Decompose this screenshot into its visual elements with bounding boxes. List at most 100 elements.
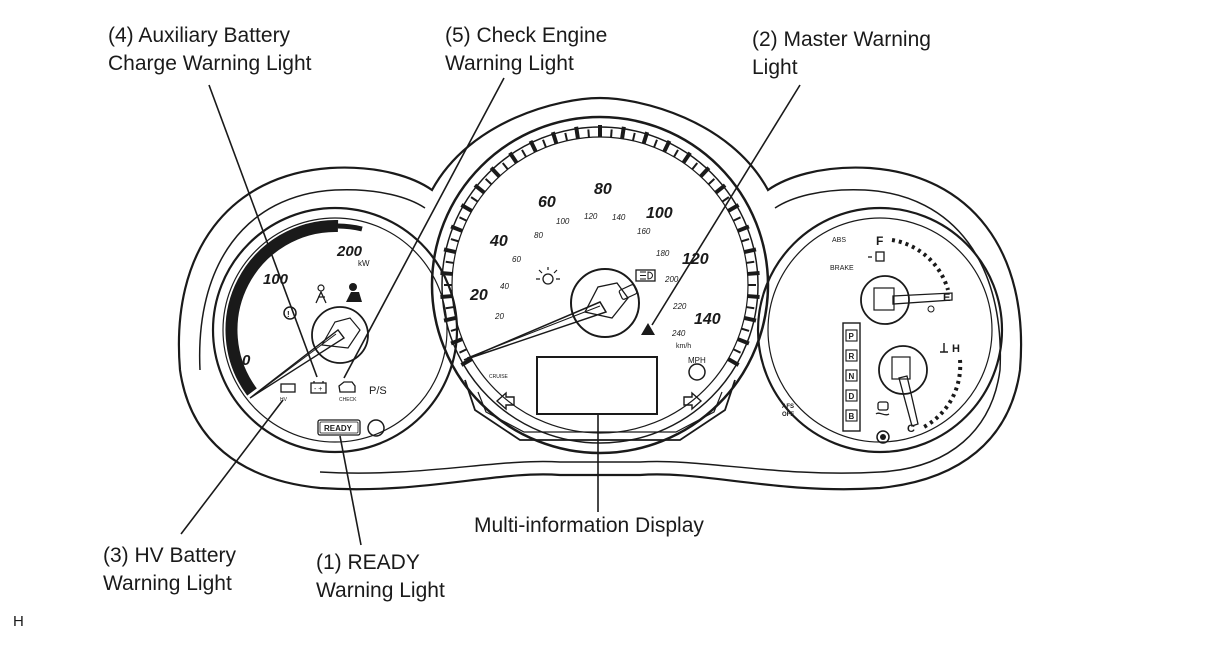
mph-label-100: 100 xyxy=(646,205,673,222)
speedometer-tick xyxy=(673,149,679,158)
speedometer-tick xyxy=(691,162,699,170)
svg-text:HV: HV xyxy=(280,397,288,403)
callout-ready-warning: (1) READY Warning Light xyxy=(316,549,445,605)
ready-indicator-box xyxy=(317,419,361,436)
speedometer-tick xyxy=(653,139,658,148)
speedometer-tick xyxy=(747,294,760,299)
speedometer-tick xyxy=(610,129,613,138)
mph-label-120: 120 xyxy=(682,251,709,268)
kmh-label-220: 220 xyxy=(672,302,687,311)
leader-aux-battery xyxy=(208,84,318,378)
right-turn-signal-icon xyxy=(683,391,703,411)
coolant-temp-icon xyxy=(940,343,948,353)
outer-bezel xyxy=(177,96,1023,491)
hv-battery-warning-icon: HV xyxy=(280,383,296,403)
bottom-trim xyxy=(319,460,881,474)
speedometer-needle xyxy=(463,301,608,361)
speedometer-tick xyxy=(727,357,740,367)
shift-position-panel xyxy=(842,322,861,432)
speedometer-tick xyxy=(445,306,454,310)
kmh-label-60: 60 xyxy=(512,255,521,264)
speedometer-tick xyxy=(699,166,711,178)
power-steering-label: P/S xyxy=(369,385,387,397)
corner-label: H xyxy=(13,613,24,630)
abs-indicator-label: ABS xyxy=(832,237,846,244)
speedometer-tick xyxy=(460,203,473,213)
kmh-label-180: 180 xyxy=(656,249,670,258)
speedometer-tick xyxy=(727,203,740,213)
vsc-indicator-icon xyxy=(875,401,890,416)
callout-check-engine: (5) Check Engine Warning Light xyxy=(445,22,607,78)
headlight-indicator-icon xyxy=(536,267,560,285)
speedometer-tick xyxy=(542,139,547,148)
callout-mid-line1: Multi-information Display xyxy=(474,514,704,537)
speedometer-tick xyxy=(681,151,692,164)
callout-aux-battery-line1: (4) Auxiliary Battery xyxy=(108,24,291,47)
speedometer-tick xyxy=(450,238,459,243)
mph-label-60: 60 xyxy=(538,194,556,211)
power-meter-scale-band xyxy=(225,219,339,396)
mph-label-40: 40 xyxy=(489,233,508,250)
speedometer-tick xyxy=(450,224,463,233)
shift-position-label: R xyxy=(849,352,855,361)
mph-unit: MPH xyxy=(688,356,706,365)
ready-lamp xyxy=(367,419,385,437)
callout-hv-battery-line2: Warning Light xyxy=(103,572,232,595)
leader-master-warning xyxy=(651,84,801,326)
mph-label-20: 20 xyxy=(469,287,488,304)
speedometer-tick xyxy=(473,183,486,195)
multi-information-display-screen xyxy=(536,356,658,415)
speedometer-tick xyxy=(521,149,527,158)
speedometer-tick xyxy=(564,132,569,141)
speedometer-tick xyxy=(732,216,741,222)
speedometer-tick xyxy=(732,348,741,354)
speedometer-tick xyxy=(460,357,473,367)
svg-text:- +: - + xyxy=(314,386,322,393)
parking-brake-icon xyxy=(876,430,890,444)
speedometer-tick xyxy=(714,183,727,195)
speedometer-tick xyxy=(747,271,760,276)
speedometer-tick xyxy=(741,327,750,332)
airbag-warning-icon xyxy=(315,284,327,304)
mph-label-140: 140 xyxy=(694,311,721,328)
kmh-label-120: 120 xyxy=(584,212,598,221)
kmh-label-20: 20 xyxy=(494,312,504,321)
speedometer-tick xyxy=(746,306,755,310)
speedometer-tick xyxy=(574,126,580,139)
master-warning-triangle-icon xyxy=(641,323,655,335)
speedometer-hub xyxy=(570,268,640,338)
fuel-pump-icon xyxy=(868,251,885,262)
temp-hot-label: H xyxy=(952,343,960,355)
leader-ready xyxy=(339,435,362,546)
callout-ready-warning-line1: (1) READY xyxy=(316,551,420,574)
leader-check-engine xyxy=(343,77,505,379)
kmh-label-100: 100 xyxy=(556,217,570,226)
speedometer-tick xyxy=(443,315,457,323)
fuel-gauge-needle xyxy=(892,292,953,305)
speedometer-tick xyxy=(587,129,590,138)
speedometer-gauge: 20 40 60 80 100 120 140 20 40 60 80 100 … xyxy=(430,115,770,455)
svg-text:!: ! xyxy=(287,310,290,319)
shift-position-box xyxy=(845,369,858,382)
shift-position-box xyxy=(845,409,858,422)
speedometer-tick xyxy=(440,271,453,276)
power-meter-hub xyxy=(311,306,369,364)
callout-aux-battery-line2: Charge Warning Light xyxy=(108,52,312,75)
power-meter-needle xyxy=(249,329,346,399)
callout-check-engine-line1: (5) Check Engine xyxy=(445,24,608,47)
brake-indicator-label: BRAKE xyxy=(830,265,854,272)
callout-hv-battery-line1: (3) HV Battery xyxy=(103,544,237,567)
power-meter-gauge: 0 100 200 kW ! HV xyxy=(211,206,459,454)
speedometer-tick xyxy=(470,196,479,203)
speedometer-tick xyxy=(746,260,755,264)
kmh-label-140: 140 xyxy=(612,213,626,222)
shift-position-box xyxy=(845,389,858,402)
shift-position-label: P xyxy=(849,332,855,341)
temp-cold-label: C xyxy=(907,423,915,435)
leader-hv-battery xyxy=(180,399,284,535)
svg-text:CHECK: CHECK xyxy=(339,397,357,403)
speedometer-tick xyxy=(501,162,509,170)
speedometer-tick xyxy=(459,348,468,354)
